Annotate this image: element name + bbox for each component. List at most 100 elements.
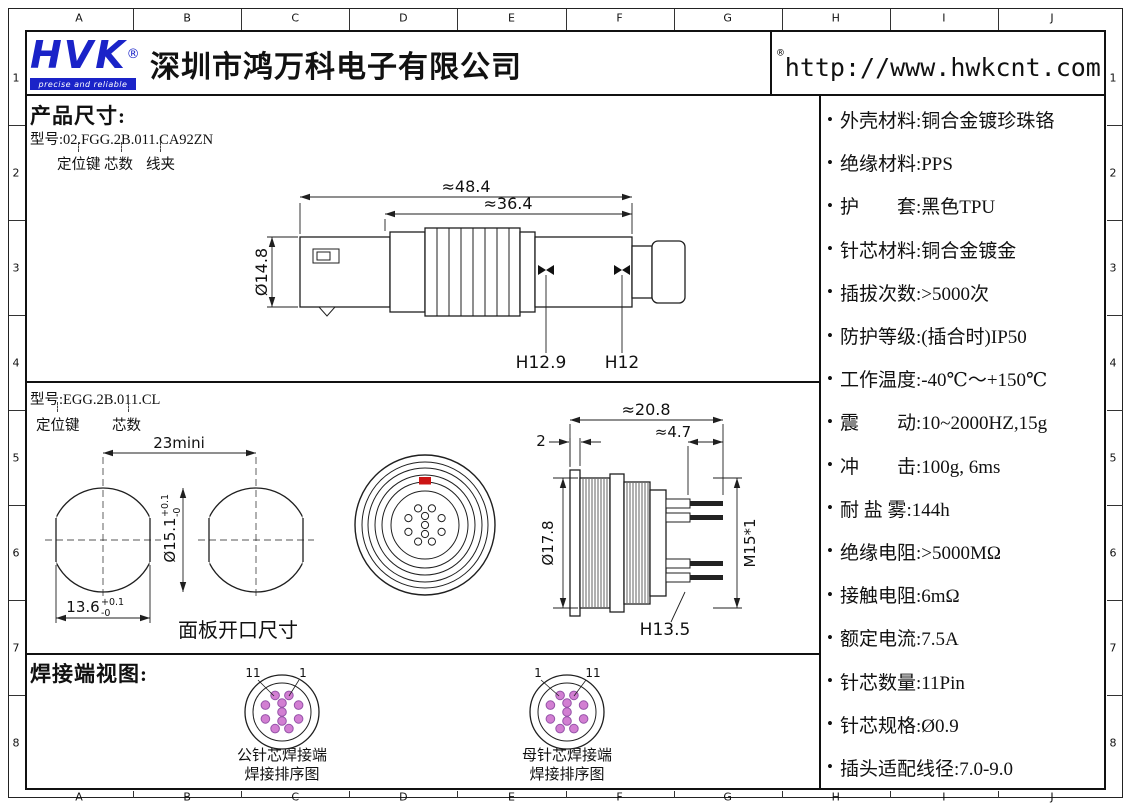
grid-tick (457, 9, 459, 30)
spec-item: •针芯材料:铜合金镀金 (827, 228, 1103, 271)
spec-item: • 工作温度:-40℃～+150℃ (827, 357, 1103, 400)
company-name: 深圳市鸿万科电子有限公司 (150, 51, 522, 84)
registered-mark-icon: ® (777, 46, 784, 59)
grid-col-label-top: E (507, 11, 515, 25)
grid-col-label-top: I (942, 11, 946, 25)
section-divider-2 (25, 653, 819, 655)
model-number-socket: 型号:EGG.2B.011.CL (30, 392, 161, 408)
logo-tagline: precise and reliable (30, 78, 136, 90)
grid-tick (565, 9, 567, 30)
bullet-icon: • (827, 714, 833, 734)
dim-plug-h2: H12 (605, 353, 639, 373)
spec-item: •针芯数量:11Pin (827, 659, 1103, 702)
technical-drawings: ≈48.4 ≈36.4 Ø14.8 H12.9 H12 (45, 177, 759, 750)
grid-row-label-left: 3 (12, 261, 20, 274)
website-url: ®http://www.hwkcnt.com (772, 40, 1106, 94)
grid-col-label-bottom: G (723, 790, 732, 804)
grid-row-label-right: 2 (1109, 166, 1117, 179)
grid-tick (1107, 410, 1123, 411)
spec-text: 工作温度:-40℃～+150℃ (839, 370, 1048, 392)
grid-tick (1107, 505, 1123, 506)
dim-socket-length: ≈20.8 (621, 400, 670, 419)
spec-item: •接触电阻:6mΩ (827, 573, 1103, 616)
dim-plug-overall-length: ≈48.4 (441, 177, 490, 196)
model1-label-positioning-key: 定位键 (57, 157, 101, 173)
grid-row-label-right: 3 (1109, 261, 1117, 274)
sheet-inner-border (25, 30, 1106, 790)
grid-row-label-right: 5 (1109, 451, 1117, 464)
bullet-icon: • (827, 498, 833, 518)
grid-tick (349, 791, 351, 798)
spec-item: •针芯规格:Ø0.9 (827, 703, 1103, 746)
leader-line (128, 402, 129, 412)
grid-col-label-top: A (75, 11, 83, 25)
pin-number-label: 11 (585, 666, 600, 680)
spec-item: •外壳材料:铜合金镀珍珠铬 (827, 98, 1103, 141)
grid-tick (241, 791, 243, 798)
registered-mark-icon: ® (126, 47, 140, 62)
grid-row-label-right: 6 (1109, 546, 1117, 559)
grid-tick (1107, 600, 1123, 601)
grid-tick (1107, 125, 1123, 126)
spec-item: •插头适配线径:7.0-9.0 (827, 746, 1103, 789)
spec-item: •震 动:10~2000HZ,15g (827, 400, 1103, 443)
svg-text:-0: -0 (101, 608, 110, 619)
grid-tick (889, 9, 891, 30)
female-weld-pins (545, 690, 589, 734)
spec-item: •冲 击:100g, 6ms (827, 444, 1103, 487)
dim-plug-front-length: ≈36.4 (483, 194, 532, 213)
spec-text: 耐 盐 雾:144h (839, 499, 950, 521)
dim-panel-diameter: Ø15.1 +0.1 -0 (160, 494, 183, 563)
grid-tick (781, 9, 783, 30)
logo-text: HVK (30, 33, 127, 77)
grid-tick (9, 505, 25, 506)
bullet-icon: • (827, 109, 833, 129)
spec-text: 绝缘电阻:>5000MΩ (839, 542, 1001, 564)
spec-text: 额定电流:7.5A (839, 629, 959, 651)
grid-row-label-right: 1 (1109, 71, 1117, 84)
bullet-icon: • (827, 152, 833, 172)
bullet-icon: • (827, 671, 833, 691)
pin-number-label: 11 (245, 666, 260, 680)
grid-col-label-bottom: B (183, 790, 191, 804)
grid-col-label-top: H (831, 11, 840, 25)
logo-row: HVK® (30, 35, 140, 84)
section-divider-1 (25, 381, 819, 383)
leader-line (57, 402, 58, 412)
front-face-view-drawing (354, 454, 496, 596)
grid-col-label-top: C (291, 11, 300, 25)
section-title-product-dimensions: 产品尺寸: (30, 104, 126, 128)
weld-caption-female-line1: 母针芯焊接端 (521, 748, 612, 764)
bullet-icon: • (827, 325, 833, 345)
model1-label-cable-clamp: 线夹 (146, 157, 175, 173)
grid-row-label-right: 8 (1109, 736, 1117, 749)
grid-tick (9, 125, 25, 126)
bullet-icon: • (827, 282, 833, 302)
weld-caption-male: 公针芯焊接端 焊接排序图 (207, 747, 357, 785)
spec-text: 防护等级:(插合时)IP50 (839, 327, 1027, 349)
bullet-icon: • (827, 368, 833, 388)
grid-col-label-top: G (723, 11, 732, 25)
dim-panel-pitch: 23mini (153, 434, 205, 452)
dim-panel-flat: 13.6 (66, 598, 99, 616)
spec-item: • 防护等级:(插合时)IP50 (827, 314, 1103, 357)
svg-text:+0.1: +0.1 (101, 597, 124, 608)
dim-socket-flange: 2 (536, 432, 546, 450)
leader-line (160, 142, 161, 152)
solder-point-icon (538, 265, 546, 275)
bullet-icon: • (827, 627, 833, 647)
grid-col-label-bottom: I (942, 790, 946, 804)
leader-line (78, 142, 79, 152)
plug-side-view-drawing: ≈48.4 ≈36.4 Ø14.8 H12.9 H12 (252, 177, 686, 373)
grid-tick (133, 791, 135, 798)
weld-caption-male-line2: 焊接排序图 (244, 767, 320, 783)
grid-row-label-left: 7 (12, 641, 20, 654)
dim-plug-diameter: Ø14.8 (252, 248, 271, 296)
grid-tick (9, 600, 25, 601)
grid-tick (241, 9, 243, 30)
spec-item: •绝缘电阻:>5000MΩ (827, 530, 1103, 573)
grid-row-label-right: 7 (1109, 641, 1117, 654)
grid-col-label-top: J (1050, 11, 1054, 25)
grid-col-label-bottom: A (75, 790, 83, 804)
grid-col-label-bottom: J (1050, 790, 1054, 804)
